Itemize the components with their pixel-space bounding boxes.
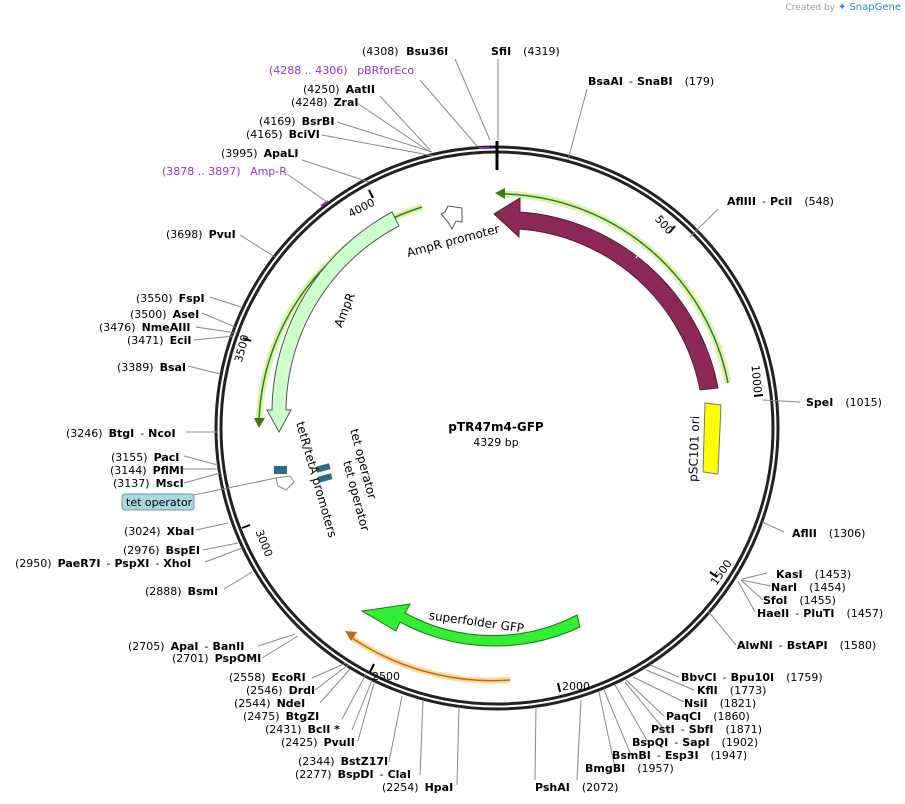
plasmid-size: 4329 bp	[473, 436, 518, 449]
site-alwni-bstapi: AlwNI-BstAPI(1580)	[737, 639, 876, 652]
site-nsii: NsiI(1821)	[684, 697, 756, 710]
superfolder-gfp-feature	[360, 603, 581, 647]
site-bspdi-clai: (2277)BspDI-ClaI	[295, 768, 411, 781]
psc101-ori-label: pSC101 ori	[686, 416, 702, 482]
primer-arrowhead-bottom	[345, 631, 357, 641]
primer-name-pbrforeco: pBRforEco	[357, 64, 414, 77]
site-apali: (3995)ApaLI	[221, 147, 299, 160]
site-sfoi: SfoI(1455)	[763, 594, 836, 607]
site-paer7i-pspxi-xhoi: (2950)PaeR7I-PspXI-XhoI	[15, 557, 191, 570]
tet-operator-box	[121, 493, 195, 511]
primer-label-ampr: (3878 .. 3897) Amp-R	[162, 165, 287, 178]
size-ticks	[241, 189, 764, 693]
psc101-ori-feature	[702, 402, 722, 475]
site-nmeaiii: (3476)NmeAIII	[99, 321, 191, 334]
ampr-promoter-feature	[440, 205, 463, 231]
site-pspomi: (2701)PspOMI	[172, 652, 261, 665]
site-xbai: (3024)XbaI	[124, 525, 194, 538]
primer-pos-pbrforeco: (4288 .. 4306)	[269, 64, 348, 77]
site-bsrbi: (4169)BsrBI	[259, 115, 334, 128]
site-bsmi: (2888)BsmI	[145, 585, 218, 598]
site-bspei: (2976)BspEI	[123, 544, 200, 557]
site-bsaai-snabi: BsaAI-SnaBI(179)	[588, 75, 714, 88]
tet-operator-box-line	[193, 477, 277, 496]
site-bspqi-sapi: BspQI-SapI(1902)	[632, 736, 758, 749]
site-pflmi: (3144)PflMI	[110, 464, 184, 477]
site-bsu36i: (4308) Bsu36I	[362, 45, 448, 58]
ampr-feature	[266, 211, 400, 434]
primer-arrowhead-top-right	[495, 188, 505, 199]
site-bstz17i: (2344)BstZ17I	[298, 755, 388, 768]
plasmid-name: pTR47m4-GFP	[448, 420, 544, 434]
primer-name-ampr: Amp-R	[250, 165, 287, 178]
tick-1000: 1000	[749, 365, 764, 394]
tetr-promoters-label: tetR/tetA promoters	[293, 420, 340, 539]
site-aflii: AflII(1306)	[792, 527, 865, 540]
site-bmgbi: BmgBI(1957)	[585, 762, 674, 775]
site-paqci: PaqCI(1860)	[666, 710, 750, 723]
site-bsai: (3389)BsaI	[117, 361, 186, 374]
site-btgzi: (2475)BtgZI	[243, 710, 319, 723]
site-hpai: (2254)HpaI	[382, 781, 453, 794]
site-aatii: (4250)AatII	[303, 83, 375, 96]
site-nari: NarI(1454)	[771, 581, 846, 594]
tick-2500: 2500	[372, 670, 400, 683]
site-drdi: (2546)DrdI	[246, 684, 315, 697]
site-pshai: PshAI(2072)	[535, 781, 618, 794]
rep101-feature	[493, 197, 719, 391]
credit-prefix: Created by	[785, 2, 836, 13]
tick-3000: 3000	[253, 528, 276, 559]
tet-operator-block-3	[317, 473, 333, 483]
site-ndei: (2544)NdeI	[234, 697, 305, 710]
site-pvui: (3698)PvuI	[166, 228, 236, 241]
site-psti-sbfi: PstI-SbfI(1871)	[651, 723, 762, 736]
site-apai-banii: (2705)ApaI-BanII	[128, 640, 244, 653]
tet-operator-block-1	[274, 466, 287, 474]
site-pvuii: (2425)PvuII	[281, 736, 355, 749]
tet-operator-box-label: tet operator	[126, 496, 193, 509]
primer-pos-ampr: (3878 .. 3897)	[162, 165, 241, 178]
site-bbvci-bpu10i: BbvCI-Bpu10I(1759)	[681, 671, 823, 684]
tick-2000: 2000	[562, 680, 590, 693]
leader-lines	[183, 58, 801, 786]
tetr-promoter-arrow	[275, 475, 295, 491]
snapgene-credit: Created by ✦ SnapGene	[786, 2, 901, 13]
site-fspi: (3550)FspI	[136, 292, 205, 305]
site-bcli: (2431)BclI *	[265, 723, 340, 736]
site-asei: (3500)AseI	[130, 308, 199, 321]
snapgene-logo-icon: ✦	[838, 2, 847, 13]
site-haeii-pluti: HaeII-PluTI(1457)	[757, 607, 883, 620]
primer-arrowhead-left	[254, 418, 265, 428]
tick-4000: 4000	[346, 196, 377, 220]
site-btgi-ncoi: (3246)BtgI-NcoI	[66, 427, 176, 440]
site-kasi: KasI(1453)	[776, 568, 851, 581]
site-afliii-pcii: AflIII-PciI(548)	[727, 195, 834, 208]
primer-arc-top-right-line	[503, 193, 729, 384]
site-bsmbi-esp3i: BsmBI-Esp3I(1947)	[612, 749, 747, 762]
primer-arc-bottom-line	[351, 637, 511, 682]
site-sfii: SfiI(4319)	[491, 45, 560, 58]
tet-operator-block-2	[315, 463, 331, 473]
primer-label-pbrforeco: (4288 .. 4306) pBRforEco	[269, 64, 414, 77]
site-spei: SpeI(1015)	[806, 396, 882, 409]
site-bcivi: (4165)BciVI	[246, 128, 320, 141]
site-ecii: (3471)EciI	[127, 334, 191, 347]
credit-brand: SnapGene	[849, 2, 901, 13]
site-ecori: (2558)EcoRI	[229, 671, 306, 684]
site-kfli: KflI(1773)	[697, 684, 766, 697]
site-labels: (4308) Bsu36I SfiI(4319) BsaAI-SnaBI(179…	[15, 45, 883, 794]
site-paci: (3155)PacI	[111, 451, 179, 464]
ampr-label: AmpR	[331, 291, 357, 329]
site-zrai: (4248)ZraI	[291, 96, 359, 109]
site-msci: (3137)MscI	[113, 477, 184, 490]
